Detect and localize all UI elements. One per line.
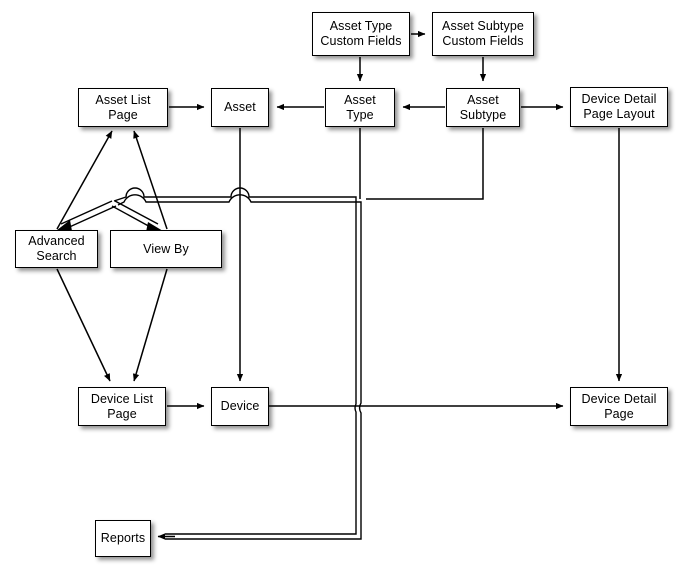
bus-branch-to-view-by-rail-b [111, 205, 155, 230]
node-device-detail-page-layout[interactable]: Device Detail Page Layout [570, 87, 668, 127]
edge-advanced-search-to-asset-list-page [56, 130, 113, 230]
edge-advanced-search-to-device-list-page [56, 268, 111, 382]
bus-rail-lower [117, 194, 362, 540]
node-asset-type[interactable]: Asset Type [325, 88, 395, 127]
node-asset[interactable]: Asset [211, 88, 269, 127]
node-device-detail-page[interactable]: Device Detail Page [570, 387, 668, 426]
node-asset-type-custom-fields[interactable]: Asset Type Custom Fields [312, 12, 410, 56]
node-asset-list-page[interactable]: Asset List Page [78, 88, 168, 127]
node-asset-subtype-custom-fields[interactable]: Asset Subtype Custom Fields [432, 12, 534, 56]
node-view-by[interactable]: View By [110, 230, 222, 268]
node-reports[interactable]: Reports [95, 520, 151, 557]
bus-branch-to-advanced-search-rail-a [60, 200, 113, 225]
bus-rail-upper [113, 187, 357, 535]
node-device-list-page[interactable]: Device List Page [78, 387, 166, 426]
edge-asset-subtype-to-device-detail-page [366, 128, 484, 200]
node-device[interactable]: Device [211, 387, 269, 426]
node-advanced-search[interactable]: Advanced Search [15, 230, 98, 268]
edge-view-by-to-asset-list-page [133, 130, 168, 230]
node-asset-subtype[interactable]: Asset Subtype [446, 88, 520, 127]
edge-view-by-to-device-list-page [132, 268, 168, 382]
bus-branch-to-view-by-rail-a [114, 200, 159, 225]
bus-branch-to-advanced-search-rail-b [64, 205, 117, 230]
